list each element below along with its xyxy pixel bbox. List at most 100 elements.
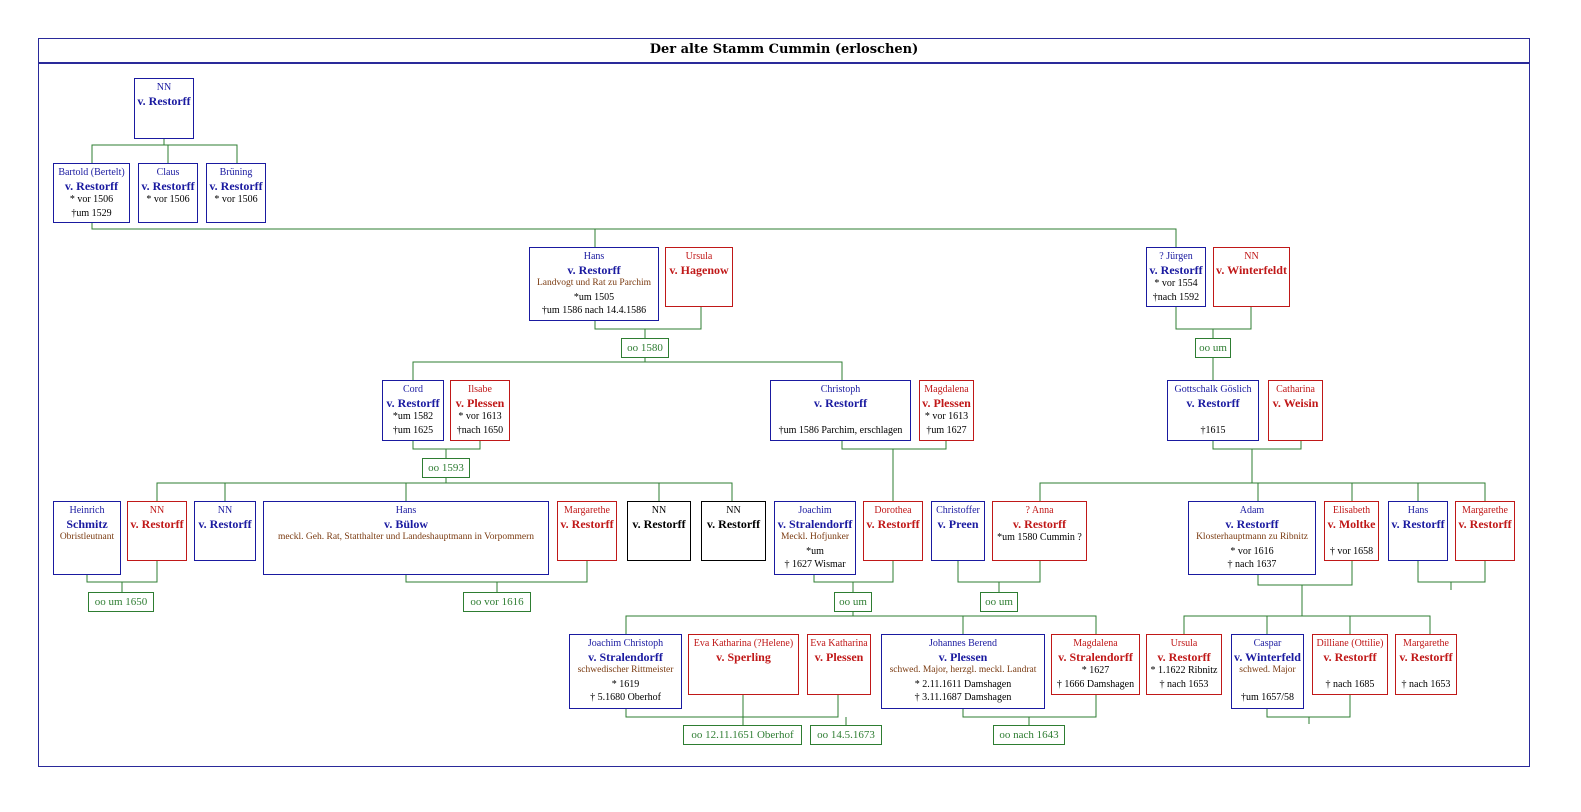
surname: v. Restorff: [866, 516, 920, 531]
surname: v. Restorff: [567, 262, 621, 277]
life-date: * vor 1554: [1154, 278, 1198, 289]
life-date: †um 1627: [926, 424, 967, 436]
marriage-label-mnach1643: oo nach 1643: [993, 725, 1065, 745]
surname: v. Restorff: [386, 395, 440, 410]
given-name: Magdalena: [1073, 638, 1118, 649]
surname: v. Plessen: [814, 649, 864, 664]
surname: v. Plessen: [938, 649, 988, 664]
surname: v. Restorff: [1157, 649, 1211, 664]
surname: v. Winterfeldt: [1216, 262, 1287, 277]
title-text: Klosterhauptmann zu Ribnitz: [1196, 532, 1308, 542]
surname: v. Plessen: [922, 395, 971, 410]
surname: v. Plessen: [455, 395, 505, 410]
life-date: †um 1625: [392, 424, 434, 436]
marriage-label-mum2: oo um: [834, 592, 872, 612]
life-date: [1313, 664, 1387, 678]
surname: v. Restorff: [209, 178, 263, 193]
given-name: Margarethe: [1462, 505, 1508, 516]
surname: v. Moltke: [1327, 516, 1376, 531]
title-text: Landvogt und Rat zu Parchim: [537, 278, 651, 288]
given-name: Hans: [395, 505, 417, 516]
given-name: Dorothea: [874, 505, 912, 516]
given-name: Eva Katharina (?Helene): [693, 638, 794, 649]
life-date: *um 1582: [392, 411, 434, 422]
given-name: Hans: [583, 251, 605, 262]
surname: v. Weisin: [1272, 395, 1319, 410]
chart-frame: [38, 38, 1530, 767]
surname: v. Restorff: [813, 395, 868, 410]
life-date: †um 1586 Parchim, erschlagen: [778, 424, 903, 436]
given-name: Adam: [1239, 505, 1265, 516]
life-date: † 1666 Damshagen: [1056, 678, 1135, 690]
marriage-label-m1580: oo 1580: [621, 338, 669, 358]
life-date: * vor 1613: [458, 411, 502, 422]
person-box-bartold[interactable]: Bartold (Bertelt)v. Restorff* vor 1506†u…: [53, 163, 130, 223]
life-date: * 1627: [1081, 665, 1110, 676]
marriage-label-mum1: oo um: [1195, 338, 1231, 358]
surname: v. Restorff: [137, 93, 191, 108]
life-date: † 1627 Wismar: [784, 559, 846, 570]
person-box-dilliane[interactable]: Dilliane (Ottilie)v. Restorff † nach 168…: [1312, 634, 1388, 695]
given-name: Caspar: [1253, 638, 1282, 649]
life-date: * 1.1622 Ribnitz: [1150, 665, 1218, 676]
life-date: †um 1657/58: [1240, 692, 1295, 703]
surname: v. Restorff: [560, 516, 614, 531]
surname: v. Sperling: [716, 649, 771, 664]
given-name: Heinrich: [69, 505, 105, 516]
person-box-eva_sperling[interactable]: Eva Katharina (?Helene)v. Sperling: [688, 634, 799, 695]
life-date: † nach 1653: [1401, 678, 1451, 690]
life-date: †1615: [1200, 424, 1226, 436]
given-name: NN: [726, 505, 741, 516]
given-name: Claus: [156, 167, 180, 178]
life-date: † nach 1637: [1227, 559, 1277, 570]
given-name: Dilliane (Ottilie): [1316, 638, 1384, 649]
surname: v. Stralendorff: [1058, 649, 1133, 664]
surname: v. Restorff: [1012, 516, 1067, 531]
life-date: † 3.11.1687 Damshagen: [914, 692, 1012, 703]
surname: v. Restorff: [1186, 395, 1240, 410]
given-name: Joachim: [798, 505, 832, 516]
given-name: Ilsabe: [468, 384, 492, 395]
chart-title: Der alte Stamm Cummin (erloschen): [38, 38, 1530, 64]
surname: v. Restorff: [1225, 516, 1279, 531]
surname: v. Restorff: [130, 516, 184, 531]
given-name: Johannes Berend: [928, 638, 998, 649]
given-name: Magdalena: [924, 384, 969, 395]
life-date: [1168, 410, 1258, 424]
